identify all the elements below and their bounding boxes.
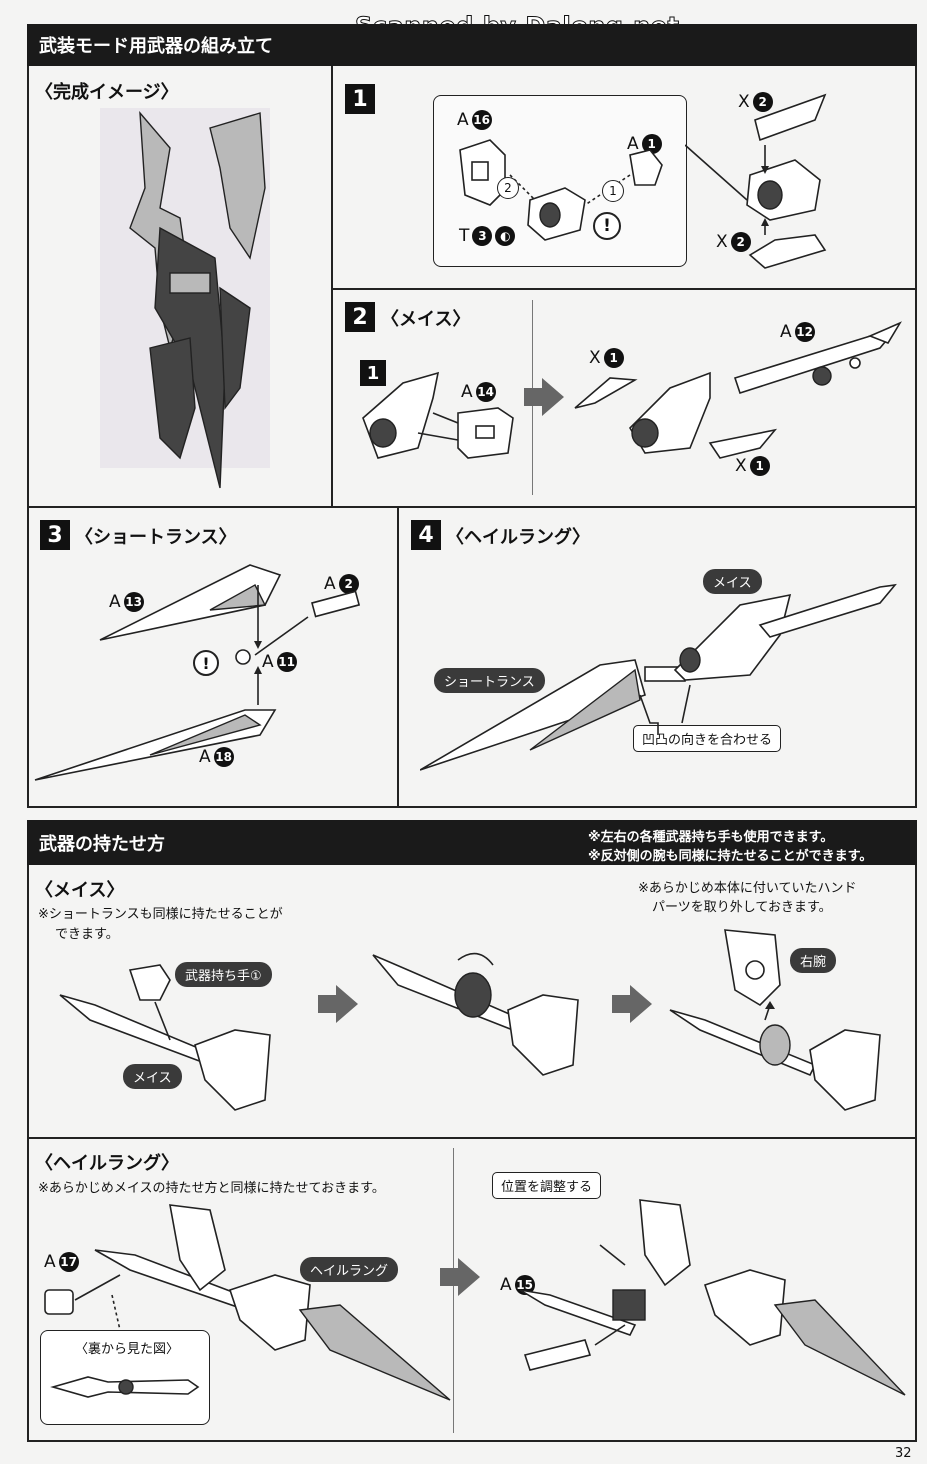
step1-assembly-illustration [685,93,827,269]
section-title: 武器の持たせ方 [39,833,165,855]
section-title: 武装モード用武器の組み立て [39,36,273,57]
step4-panel [399,508,917,808]
step4-title: 〈ヘイルラング〉 [446,527,590,548]
step2-left-illustration [362,371,514,459]
step3-panel [27,508,399,808]
mace-hand-illustration [59,964,271,1111]
step4-illustration [420,583,897,771]
tape-icon: ◐ [495,226,516,246]
step2-substep-number: 1 [360,360,386,386]
holding-note-1: ※左右の各種武器持ち手も使用できます。 [588,830,834,845]
step3-number: 3 [40,520,70,550]
hail-holding-panel [27,1139,917,1442]
section-header-holding: 武器の持たせ方 [27,820,917,865]
mace-note-line1: ※ショートランスも同様に持たせることが [38,907,283,922]
arm-attach-illustration [669,929,881,1111]
step4-number: 4 [411,520,441,550]
remove-hand-note-line1: ※あらかじめ本体に付いていたハンド [638,881,857,896]
weapon-hand-callout: 武器持ち手① [175,962,272,987]
mace-note-line2: できます。 [55,927,119,942]
step3-title: 〈ショートランス〉 [75,527,237,548]
hail-attach-illustration [44,1204,451,1401]
step2-number: 2 [345,302,375,332]
step2-right-illustration [574,321,902,459]
holding-note-2: ※反対側の腕も同様に持たせることができます。 [588,849,873,864]
step1-parts-illustration [459,139,663,241]
right-arm-callout: 右腕 [790,948,837,973]
page-number: 32 [895,1446,912,1461]
mace-grip-illustration [372,952,579,1076]
back-view-title: 〈裏から見た図〉 [75,1342,180,1357]
mace-callout: メイス [123,1064,182,1089]
step2-arrow [524,378,564,416]
order-2-marker: 2 [497,177,519,199]
mace-callout: メイス [703,569,762,594]
section-header-assembly: 武装モード用武器の組み立て [27,24,917,66]
hail-adjust-illustration [519,1199,906,1396]
order-1-marker: 1 [602,180,624,202]
hail-holding-title: 〈ヘイルラング〉 [35,1153,179,1174]
step1-panel [333,66,917,290]
step1-number: 1 [345,84,375,114]
mace-holding-panel [27,865,917,1139]
complete-image-title: 〈完成イメージ〉 [35,82,179,103]
mace-holding-title: 〈メイス〉 [35,880,125,901]
caution-icon: ! [193,650,219,676]
adjust-position-note: 位置を調整する [492,1172,602,1199]
flow-arrow-3 [440,1258,480,1296]
step2-panel [333,290,917,508]
back-view-illustration [50,1376,200,1398]
flow-arrow-2 [612,985,652,1023]
step2-title: 〈メイス〉 [381,309,471,330]
complete-image-panel [27,66,333,508]
hail-note: ※あらかじめメイスの持たせ方と同様に持たせておきます。 [38,1181,385,1196]
remove-hand-note-line2: パーツを取り外しておきます。 [652,900,832,915]
step3-illustration [34,564,361,781]
complete-weapon-illustration [100,108,270,489]
short-lance-callout: ショートランス [434,668,545,693]
hail-divider [453,1148,454,1433]
caution-icon: ! [593,212,621,240]
flow-arrow-1 [318,985,358,1023]
hail-rung-callout: ヘイルラング [300,1257,399,1282]
back-view-box [40,1330,210,1425]
